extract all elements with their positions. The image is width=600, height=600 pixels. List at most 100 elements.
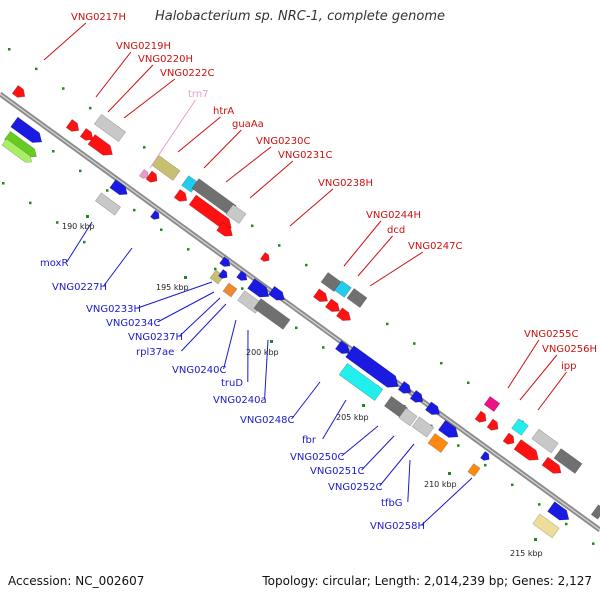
label-leader bbox=[203, 129, 242, 169]
gene-arrow[interactable] bbox=[411, 416, 435, 438]
gene-label-ipp[interactable]: ipp bbox=[561, 361, 576, 372]
gene-label-vng0219h[interactable]: VNG0219H bbox=[116, 41, 171, 52]
tick-dot bbox=[457, 444, 460, 447]
gene-arrow[interactable] bbox=[397, 381, 414, 396]
gene-arrow[interactable] bbox=[346, 288, 368, 308]
tick-dot bbox=[295, 326, 298, 330]
gene-label-vng0233h[interactable]: VNG0233H bbox=[86, 304, 141, 315]
gene-label-vng0217h[interactable]: VNG0217H bbox=[71, 12, 126, 23]
gene-arrow[interactable] bbox=[511, 418, 529, 436]
gene-arrow[interactable] bbox=[502, 432, 517, 447]
gene-arrow[interactable] bbox=[259, 251, 271, 263]
gene-arrow[interactable] bbox=[590, 504, 600, 520]
gene-arrow[interactable] bbox=[222, 282, 238, 298]
gene-arrow[interactable] bbox=[532, 513, 560, 539]
gene-arrow[interactable] bbox=[145, 170, 160, 185]
label-leader bbox=[421, 477, 473, 526]
gene-label-vng0238h[interactable]: VNG0238H bbox=[318, 178, 373, 189]
gene-arrow[interactable] bbox=[10, 116, 46, 147]
gene-arrow[interactable] bbox=[547, 501, 573, 525]
gene-arrow[interactable] bbox=[268, 285, 288, 303]
gene-label-vng0230c[interactable]: VNG0230C bbox=[256, 136, 311, 147]
gene-arrow[interactable] bbox=[219, 256, 233, 269]
gene-arrow[interactable] bbox=[338, 362, 384, 402]
gene-arrow[interactable] bbox=[253, 298, 291, 330]
gene-label-vng0237h[interactable]: VNG0237H bbox=[128, 332, 183, 343]
label-leader bbox=[289, 188, 334, 227]
gene-arrow[interactable] bbox=[93, 113, 127, 143]
gene-label-dcd[interactable]: dcd bbox=[387, 225, 405, 236]
gene-label-rpl37ae[interactable]: rpl37ae bbox=[136, 347, 174, 358]
gene-arrow[interactable] bbox=[109, 179, 130, 199]
gene-arrow[interactable] bbox=[236, 270, 250, 283]
gene-label-vng0258h[interactable]: VNG0258H bbox=[370, 521, 425, 532]
gene-arrow[interactable] bbox=[324, 298, 342, 315]
gene-label-vng0240c[interactable]: VNG0240C bbox=[172, 365, 227, 376]
gene-label-vng0252c[interactable]: VNG0252C bbox=[328, 482, 383, 493]
gene-label-vng0247c[interactable]: VNG0247C bbox=[408, 241, 463, 252]
gene-label-moxr[interactable]: moxR bbox=[40, 258, 68, 269]
tick-label-215: 215 kbp bbox=[510, 549, 543, 558]
gene-label-vng0234c[interactable]: VNG0234C bbox=[106, 318, 161, 329]
gene-arrow[interactable] bbox=[217, 268, 229, 280]
gene-arrow[interactable] bbox=[479, 450, 491, 462]
gene-arrow[interactable] bbox=[138, 168, 150, 180]
gene-label-guaaa[interactable]: guaAa bbox=[232, 119, 264, 130]
tick-mark bbox=[448, 472, 451, 475]
gene-arrow[interactable] bbox=[335, 307, 353, 324]
gene-label-trud[interactable]: truD bbox=[221, 378, 243, 389]
gene-label-tfbg[interactable]: tfbG bbox=[381, 498, 403, 509]
gene-arrow[interactable] bbox=[467, 463, 481, 477]
gene-label-vng0222c[interactable]: VNG0222C bbox=[160, 68, 215, 79]
gene-label-vng0255c[interactable]: VNG0255C bbox=[524, 329, 579, 340]
gene-arrow[interactable] bbox=[94, 192, 122, 216]
gene-arrow[interactable] bbox=[409, 390, 426, 405]
tick-dot bbox=[79, 169, 82, 173]
tick-dot bbox=[214, 267, 217, 271]
gene-arrow[interactable] bbox=[483, 396, 501, 412]
gene-label-vng0231c[interactable]: VNG0231C bbox=[278, 150, 333, 161]
gene-arrow[interactable] bbox=[11, 85, 28, 100]
gene-arrow[interactable] bbox=[87, 134, 116, 160]
gene-label-fbr[interactable]: fbr bbox=[302, 435, 317, 446]
gene-arrow[interactable] bbox=[345, 345, 403, 393]
gene-arrow[interactable] bbox=[149, 209, 161, 221]
label-leader bbox=[137, 281, 213, 309]
gene-arrow[interactable] bbox=[398, 407, 418, 427]
gene-arrow[interactable] bbox=[427, 433, 449, 453]
gene-arrow[interactable] bbox=[79, 128, 96, 143]
gene-label-vng0250c[interactable]: VNG0250C bbox=[290, 452, 345, 463]
label-leader bbox=[361, 435, 395, 471]
gene-arrow[interactable] bbox=[334, 280, 352, 298]
gene-arrow[interactable] bbox=[216, 221, 236, 239]
gene-label-vng0251c[interactable]: VNG0251C bbox=[310, 466, 365, 477]
gene-label-vng0244h[interactable]: VNG0244H bbox=[366, 210, 421, 221]
tick-dot bbox=[83, 240, 86, 244]
gene-arrow[interactable] bbox=[312, 288, 330, 305]
gene-arrow[interactable] bbox=[424, 401, 442, 418]
gene-arrow[interactable] bbox=[225, 204, 247, 224]
tick-dot bbox=[440, 361, 443, 365]
gene-label-vng0220h[interactable]: VNG0220H bbox=[138, 54, 193, 65]
gene-arrow[interactable] bbox=[320, 272, 342, 292]
gene-arrow[interactable] bbox=[334, 340, 352, 357]
gene-label-vng0256h[interactable]: VNG0256H bbox=[542, 344, 597, 355]
gene-arrow[interactable] bbox=[553, 448, 583, 474]
gene-arrow[interactable] bbox=[513, 439, 542, 465]
gene-arrow[interactable] bbox=[486, 418, 501, 433]
gene-arrow[interactable] bbox=[247, 278, 273, 302]
gene-label-trn7[interactable]: trn7 bbox=[188, 89, 209, 100]
gene-label-vng0240a[interactable]: VNG0240a bbox=[213, 395, 267, 406]
gene-arrow[interactable] bbox=[541, 456, 564, 477]
gene-label-vng0227h[interactable]: VNG0227H bbox=[52, 282, 107, 293]
gene-label-vng0248c[interactable]: VNG0248C bbox=[240, 415, 295, 426]
gene-label-htra[interactable]: htrA bbox=[213, 106, 234, 117]
gene-arrow[interactable] bbox=[531, 428, 559, 454]
gene-arrow[interactable] bbox=[1, 138, 34, 165]
gene-arrow[interactable] bbox=[65, 119, 82, 134]
gene-arrow[interactable] bbox=[437, 419, 461, 441]
gene-arrow[interactable] bbox=[173, 189, 190, 204]
gene-arrow[interactable] bbox=[474, 410, 489, 425]
gene-arrow[interactable] bbox=[4, 130, 39, 160]
